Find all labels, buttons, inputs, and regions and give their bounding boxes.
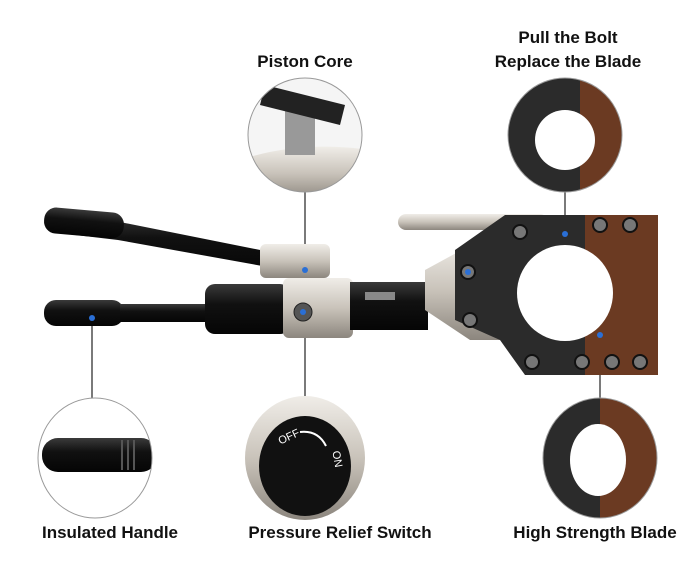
insulated-handle-detail	[37, 397, 153, 519]
label-replace-blade: Replace the Blade	[494, 52, 642, 71]
label-pull-bolt: Pull the Bolt	[518, 28, 618, 47]
pressure-relief-switch-detail: OFF ON	[245, 396, 365, 520]
cable-cutter-tool	[44, 207, 658, 375]
high-strength-blade-detail	[542, 397, 658, 519]
piston-core-detail	[247, 77, 363, 193]
label-insulated-handle: Insulated Handle	[41, 523, 179, 542]
marker-dots	[89, 231, 603, 338]
label-high-strength-blade: High Strength Blade	[513, 523, 677, 542]
label-piston-core: Piston Core	[257, 52, 353, 71]
label-pressure-relief-switch: Pressure Relief Switch	[248, 523, 432, 542]
switch-on-label: ON	[329, 450, 344, 468]
blade-replace-detail	[507, 77, 623, 193]
